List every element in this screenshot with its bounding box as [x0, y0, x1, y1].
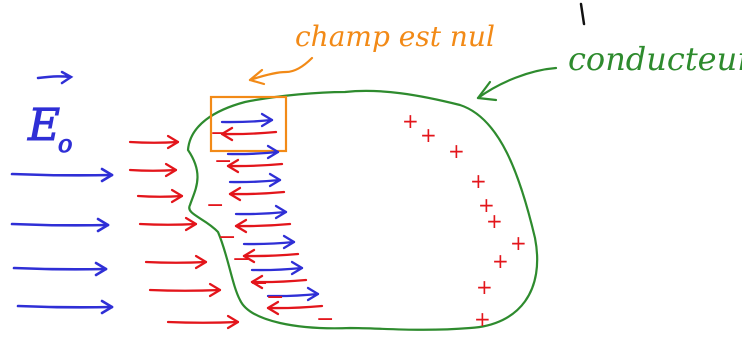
external-field-arrow-inside	[228, 172, 282, 188]
external-field-arrow	[16, 299, 114, 315]
induced-field-arrow-inside	[250, 274, 308, 290]
induced-field-arrow	[138, 216, 198, 232]
negative-charge: −	[218, 225, 236, 250]
negative-charge: −	[250, 271, 268, 296]
positive-charge: +	[470, 169, 487, 193]
negative-charge: −	[210, 121, 228, 146]
external-field-symbol: E o	[27, 70, 74, 159]
external-field-arrow-inside	[220, 112, 274, 128]
positive-charge: +	[476, 275, 493, 299]
positive-charge: +	[478, 193, 495, 217]
external-field-arrows-inside	[220, 112, 320, 302]
external-field-arrow-inside	[250, 260, 304, 276]
external-field-arrow	[12, 261, 108, 277]
zero-field-box	[209, 95, 288, 153]
induced-field-arrow-inside	[220, 126, 278, 142]
negative-charge: −	[316, 307, 334, 332]
induced-field-arrow-inside	[242, 248, 300, 264]
induced-field-arrow	[166, 314, 240, 330]
negative-charge: −	[206, 193, 224, 218]
field-letter: E	[27, 100, 60, 151]
positive-charge: +	[510, 231, 527, 255]
induced-field-arrow	[128, 162, 178, 178]
external-field-arrow-inside	[266, 286, 320, 302]
positive-charge: +	[474, 307, 491, 331]
external-field-arrow	[10, 167, 114, 183]
external-field-arrow-inside	[234, 204, 288, 220]
conductor-outline	[186, 89, 539, 331]
external-field-arrows	[10, 167, 114, 315]
negative-charge: −	[214, 149, 232, 174]
zero-field-pointer	[248, 56, 314, 86]
positive-charge: +	[402, 109, 419, 133]
zero-field-label: champ est nul	[295, 20, 495, 53]
positive-charge: +	[448, 139, 465, 163]
induced-field-arrow	[148, 282, 222, 298]
induced-field-arrow-inside	[234, 218, 292, 234]
induced-field-arrow-inside	[266, 300, 324, 316]
induced-field-arrows	[128, 134, 240, 330]
negative-charge: −	[232, 247, 250, 272]
induced-field-arrow-inside	[226, 158, 284, 174]
negative-charge: −	[266, 285, 284, 310]
induced-field-arrow	[136, 188, 184, 204]
stray-mark	[579, 2, 586, 26]
external-field-arrow-inside	[242, 234, 296, 250]
conductor-label: conducteur	[568, 40, 742, 78]
induced-field-arrows-inside	[220, 126, 324, 316]
induced-field-arrow-inside	[228, 186, 286, 202]
positive-charge: +	[492, 249, 509, 273]
positive-charge: +	[486, 209, 503, 233]
induced-field-arrow	[128, 134, 180, 150]
external-field-arrow-inside	[226, 144, 280, 160]
field-subscript: o	[58, 130, 72, 158]
positive-charges: ++++++++++	[402, 109, 527, 331]
conductor-pointer-arrow	[476, 66, 558, 102]
negative-charges: −−−−−−−−	[206, 121, 334, 332]
external-field-arrow	[10, 217, 110, 233]
positive-charge: +	[420, 123, 437, 147]
induced-field-arrow	[144, 254, 208, 270]
